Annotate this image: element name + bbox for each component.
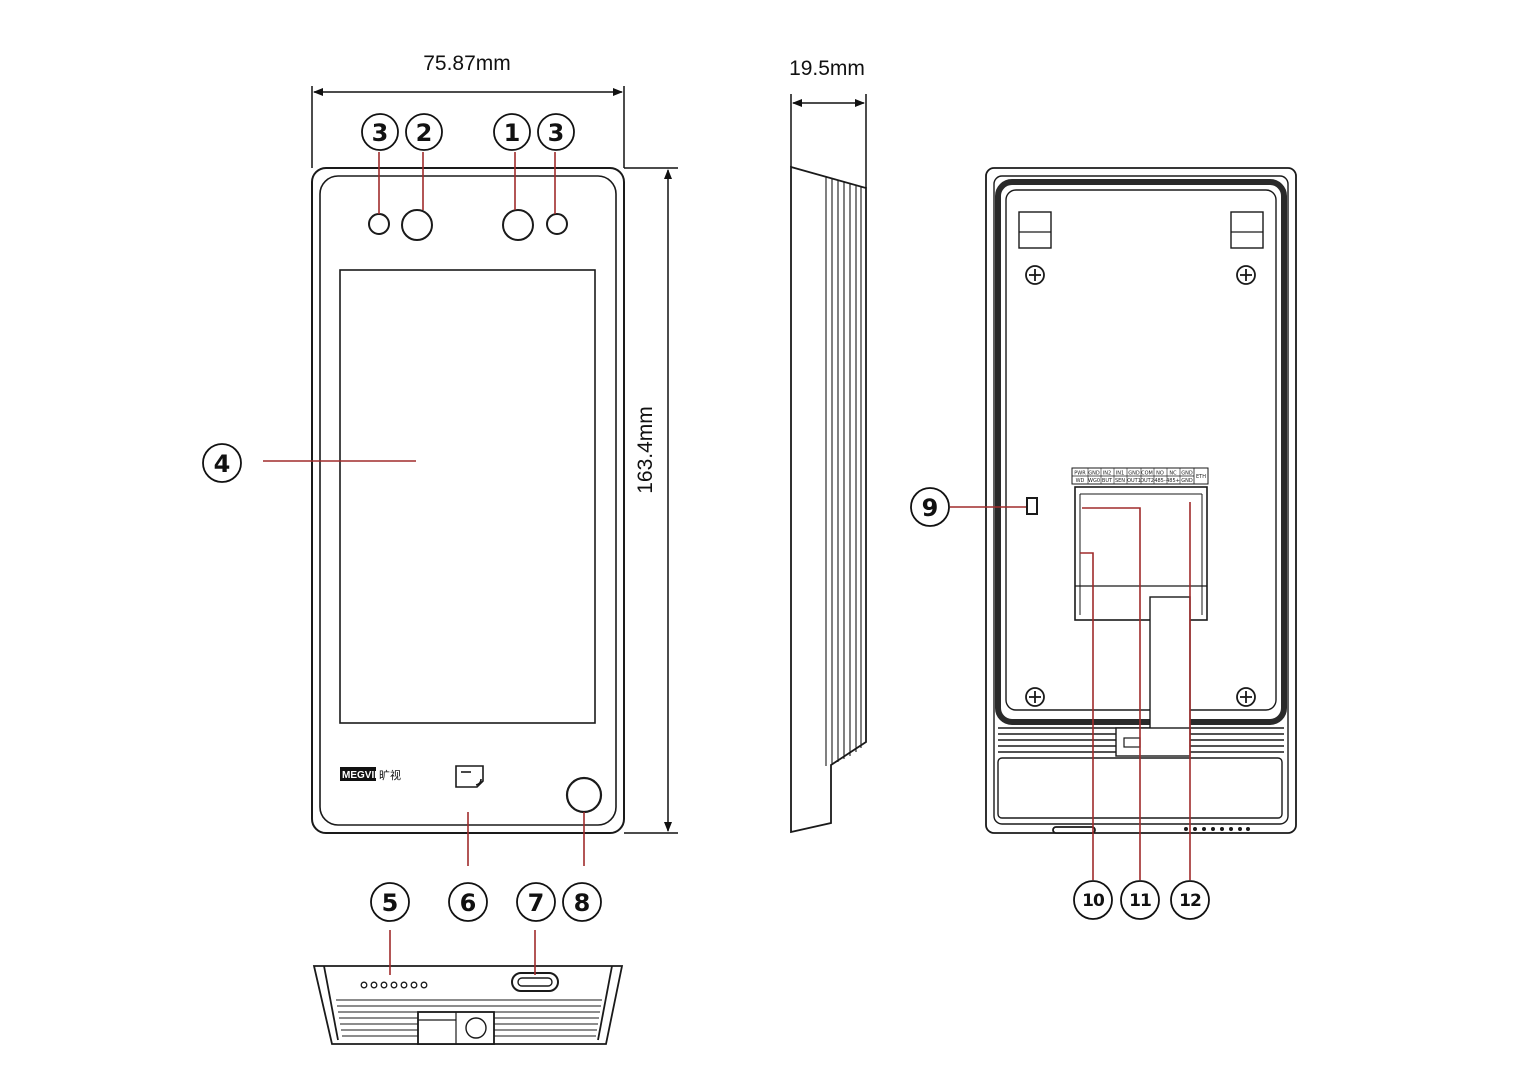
callout-1: 1 (493, 113, 531, 151)
svg-text:IN1: IN1 (1116, 471, 1124, 477)
ir-light-right (546, 213, 568, 235)
svg-text:GND: GND (1088, 471, 1100, 477)
svg-text:GND: GND (1181, 478, 1193, 484)
back-speaker-holes (1184, 827, 1250, 831)
svg-text:1: 1 (504, 119, 521, 147)
back-outer (985, 167, 1297, 834)
wiring-port (1074, 486, 1208, 621)
svg-text:IN2: IN2 (1103, 471, 1111, 477)
svg-text:NO: NO (1156, 471, 1164, 477)
screw-icon (1236, 265, 1256, 285)
tamper-switch (1026, 497, 1038, 515)
svg-text:3: 3 (372, 119, 389, 147)
svg-text:PWR: PWR (1074, 471, 1086, 477)
usb-port (511, 972, 559, 992)
svg-text:WG0: WG0 (1088, 478, 1100, 484)
svg-text:11: 11 (1129, 891, 1151, 911)
front-view (311, 167, 625, 834)
callout-3-right: 3 (537, 113, 575, 151)
callout-10: 10 (1073, 880, 1113, 920)
svg-text:7: 7 (528, 889, 545, 917)
svg-text:3: 3 (548, 119, 565, 147)
bottom-view (312, 965, 624, 1045)
svg-text:12: 12 (1179, 891, 1201, 911)
callout-6: 6 (448, 882, 488, 922)
callout-9: 9 (910, 487, 950, 527)
card-reader-icon (455, 765, 484, 788)
callout-3-left: 3 (361, 113, 399, 151)
back-callouts: 9 10 11 12 (910, 487, 1210, 920)
svg-text:GND: GND (1128, 471, 1140, 477)
back-usb-slot (1052, 826, 1096, 834)
screw-icon (1236, 687, 1256, 707)
callout-12: 12 (1170, 880, 1210, 920)
depth-label: 19.5mm (789, 57, 865, 80)
callout-8: 8 (562, 882, 602, 922)
back-view (985, 167, 1297, 834)
side-view (790, 165, 867, 834)
svg-text:OUT2: OUT2 (1140, 478, 1154, 484)
height-label: 163.4mm (634, 406, 657, 494)
svg-text:ETH: ETH (1196, 474, 1206, 480)
brand-name-cn: 旷视 (379, 768, 401, 782)
svg-text:6: 6 (460, 889, 477, 917)
svg-text:OUT1: OUT1 (1127, 478, 1141, 484)
svg-text:8: 8 (574, 889, 591, 917)
callout-5: 5 (370, 882, 410, 922)
svg-text:GND: GND (1181, 471, 1193, 477)
terminal-labels: PWR GND IN2 IN1 GND COM NO NC GND ETH WD… (1074, 471, 1206, 485)
svg-text:5: 5 (382, 889, 399, 917)
back-leaders (950, 502, 1191, 880)
front-inner-panel (319, 175, 617, 826)
ir-light-left (368, 213, 390, 235)
display-screen (339, 269, 596, 724)
front-leaders (263, 152, 585, 866)
callout-7: 7 (516, 882, 556, 922)
brand-name: MEGVII (342, 770, 377, 781)
callout-11: 11 (1120, 880, 1160, 920)
svg-text:4: 4 (214, 450, 231, 478)
width-label: 75.87mm (423, 52, 511, 75)
width-dimension (311, 86, 625, 168)
svg-text:485+: 485+ (1166, 478, 1180, 484)
svg-text:WD: WD (1076, 478, 1085, 484)
svg-text:NC: NC (1169, 471, 1177, 477)
svg-text:9: 9 (922, 494, 939, 522)
screw-icon (1025, 265, 1045, 285)
front-outer-body (311, 167, 625, 834)
camera-1-lens (502, 209, 534, 241)
bottom-leaders (389, 930, 536, 975)
callout-4: 4 (202, 443, 242, 483)
camera-2-lens (401, 209, 433, 241)
svg-text:485-: 485- (1154, 478, 1166, 484)
front-callouts: 3 2 1 3 4 5 6 7 8 (202, 113, 602, 922)
callout-2: 2 (405, 113, 443, 151)
height-dimension (624, 167, 678, 834)
screw-icon (1025, 687, 1045, 707)
svg-text:10: 10 (1082, 891, 1105, 911)
svg-text:BUT: BUT (1102, 478, 1113, 484)
svg-text:SEN: SEN (1115, 478, 1125, 484)
speaker-holes (360, 981, 428, 989)
button-icon (565, 776, 603, 814)
svg-text:COM: COM (1141, 471, 1153, 477)
svg-text:2: 2 (416, 119, 433, 147)
depth-dimension (790, 94, 867, 188)
brand-logo: MEGVII 旷视 (340, 767, 401, 782)
